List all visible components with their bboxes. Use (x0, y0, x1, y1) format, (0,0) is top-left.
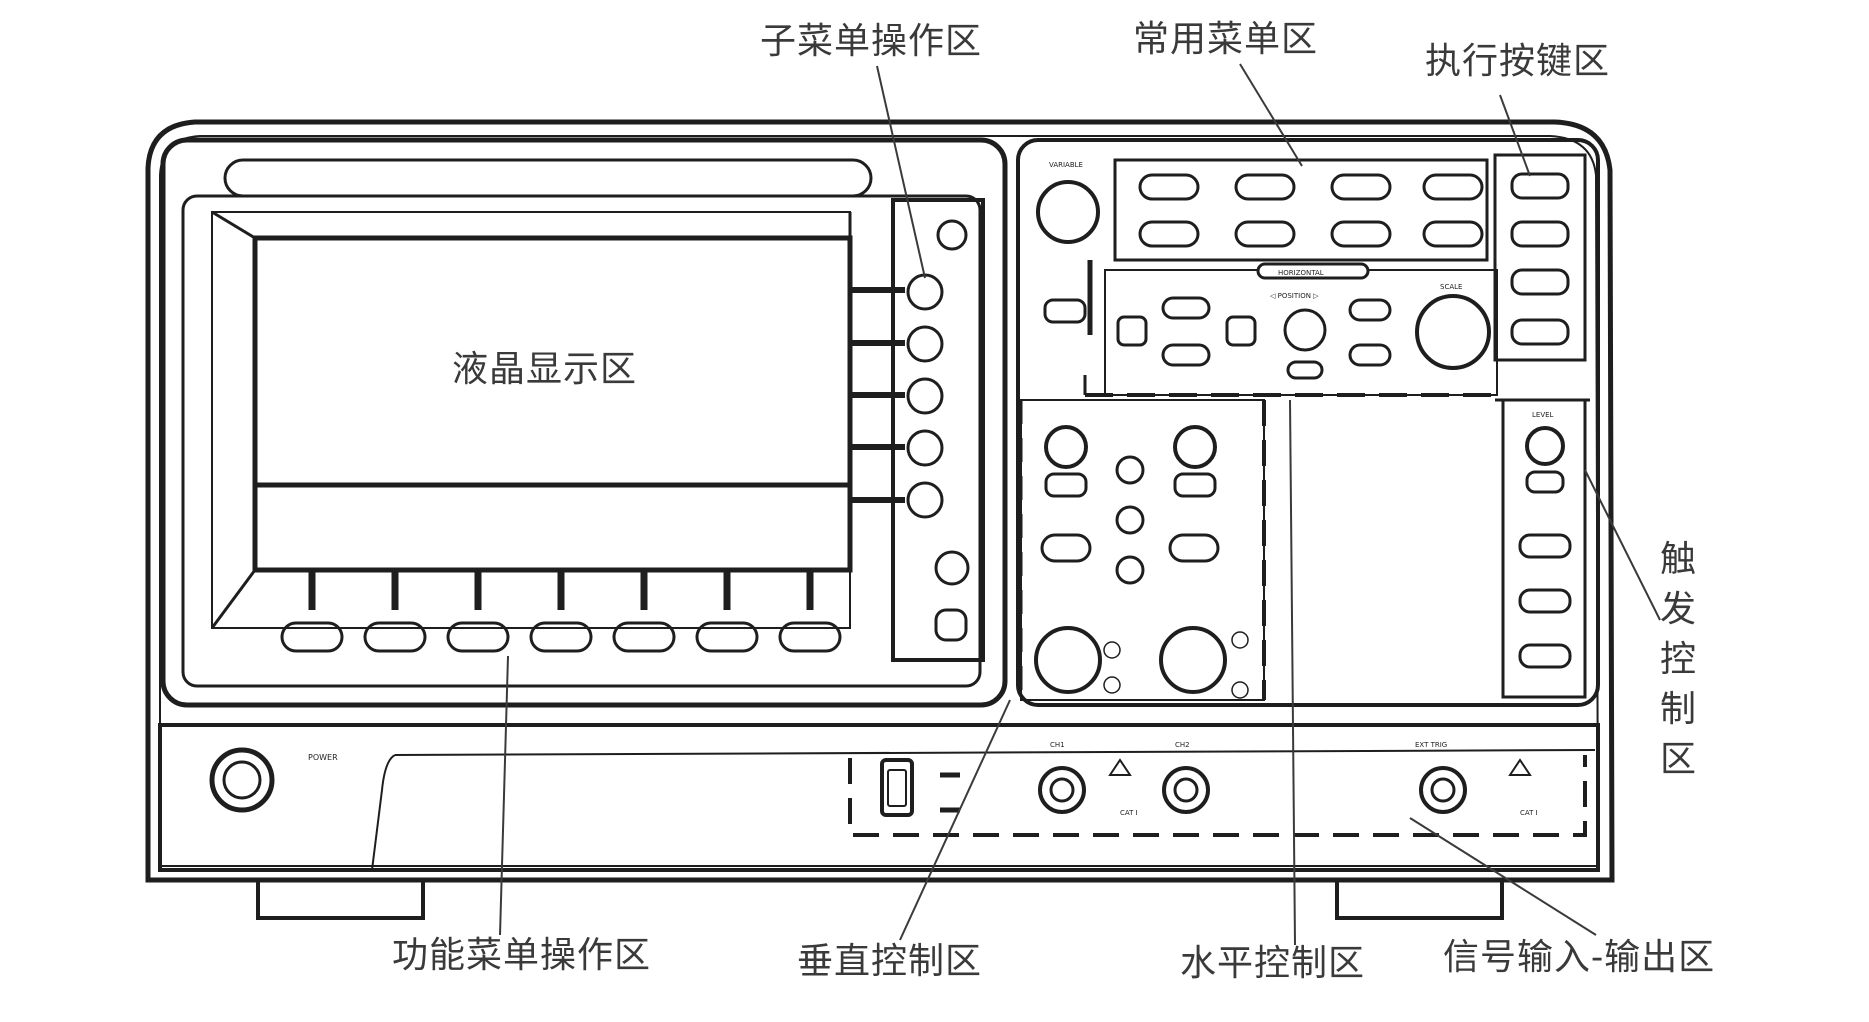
ch1-bnc (1038, 766, 1086, 814)
bottom-strip (158, 723, 1600, 872)
label-function-menu-area: 功能菜单操作区 (392, 935, 652, 976)
horizontal-scale-knob (1415, 294, 1491, 370)
trigger-char-5: 区 (1659, 739, 1696, 780)
cat-label-2: CAT I (1520, 809, 1538, 817)
lcd-frame (211, 211, 851, 629)
variable-knob (1036, 180, 1100, 244)
level-label: LEVEL (1532, 411, 1554, 419)
power-label: POWER (308, 753, 338, 762)
label-lcd-area: 液晶显示区 (452, 349, 638, 390)
power-button (209, 747, 275, 813)
leader-common-menu (1239, 63, 1303, 167)
label-io-area: 信号输入-输出区 (1443, 937, 1716, 978)
leader-submenu (876, 65, 926, 279)
trigger-char-2: 发 (1659, 589, 1696, 630)
ch1-scale-knob (1034, 626, 1102, 694)
usb-port (880, 758, 914, 817)
control-panel (1016, 138, 1600, 707)
label-horizontal-area: 水平控制区 (1180, 943, 1366, 984)
ch2-scale-knob (1159, 626, 1227, 694)
cat-label-1: CAT I (1120, 809, 1138, 817)
leader-horizontal (1289, 399, 1296, 946)
common-menu-box (1113, 158, 1489, 262)
execute-buttons (1510, 172, 1570, 346)
trigger-level-knob (1525, 426, 1565, 466)
horizontal-position-knob (1283, 308, 1327, 352)
io-dashed-boundary (848, 755, 1587, 837)
label-vertical-area: 垂直控制区 (797, 941, 983, 982)
trigger-char-1: 触 (1659, 539, 1696, 580)
horizontal-box (1104, 269, 1498, 396)
leader-vertical (899, 699, 1011, 941)
label-execute-keys-area: 执行按键区 (1425, 41, 1611, 82)
leader-io (1409, 817, 1597, 936)
execute-column (1493, 153, 1587, 362)
variable-label: VARIABLE (1049, 161, 1083, 169)
leader-lines (499, 63, 1661, 946)
vertical-box (1020, 399, 1265, 701)
label-trigger-area: 触 发 控 制 区 (1658, 535, 1698, 785)
trigger-char-4: 制 (1659, 689, 1696, 730)
left-foot (256, 878, 425, 920)
function-menu-buttons (280, 572, 842, 653)
ext-trig-label: EXT TRIG (1415, 741, 1447, 749)
oscilloscope-outline (145, 119, 1615, 883)
submenu-buttons (850, 273, 944, 519)
label-submenu-area: 子菜单操作区 (760, 21, 983, 62)
position-label: ◁ POSITION ▷ (1270, 292, 1319, 300)
leader-trigger (1584, 469, 1661, 621)
trigger-buttons (1518, 533, 1572, 669)
ch2-label: CH2 (1175, 741, 1190, 749)
top-slot (223, 158, 873, 198)
scale-label: SCALE (1440, 283, 1462, 291)
trigger-char-3: 控 (1659, 639, 1696, 680)
ext-trig-bnc (1419, 766, 1467, 814)
lcd-screen (252, 235, 853, 573)
display-bezel (160, 137, 1008, 708)
ch2-bnc (1162, 766, 1210, 814)
display-inner-bezel (181, 194, 982, 688)
common-menu-buttons (1138, 173, 1484, 248)
leader-function-menu (499, 655, 509, 936)
right-foot (1335, 878, 1504, 920)
leader-execute (1499, 94, 1531, 177)
horizontal-label: HORIZONTAL (1278, 269, 1324, 277)
ch1-label: CH1 (1050, 741, 1065, 749)
trigger-column (1501, 398, 1587, 699)
submenu-column (891, 198, 985, 662)
label-common-menu-area: 常用菜单区 (1133, 19, 1319, 60)
